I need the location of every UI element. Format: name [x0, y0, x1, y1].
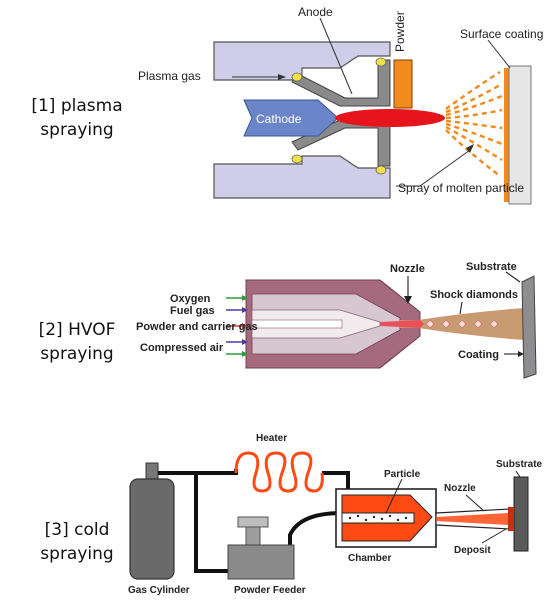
- substrate-label: Substrate: [496, 459, 543, 470]
- anode-label: Anode: [298, 5, 333, 19]
- fuel-gas-label: Fuel gas: [170, 305, 215, 317]
- cold-spraying-diagram: Heater Particle Nozzle Substrate Chamber…: [128, 433, 543, 596]
- coating-label: Coating: [458, 349, 499, 361]
- spray-arrowhead: [466, 144, 474, 153]
- gas-cylinder-label: Gas Cylinder: [128, 585, 190, 596]
- nozzle-arrowhead: [404, 296, 412, 304]
- powder-feeder: [227, 544, 295, 580]
- fuel-gas-arrowhead: [242, 307, 248, 313]
- plasma-spraying-label: [1] plasma spraying: [31, 96, 123, 140]
- powder-label: Powder: [393, 11, 407, 52]
- oxygen-arrowhead: [242, 295, 248, 301]
- nozzle-leader: [465, 494, 485, 512]
- shock-diamonds-leader: [459, 301, 463, 315]
- cold-substrate: [513, 476, 529, 552]
- feeder-to-chamber-line: [288, 511, 343, 557]
- compressed-air-arrowhead: [242, 339, 248, 345]
- spray-leader: [396, 149, 471, 187]
- deposit-leader: [481, 528, 507, 544]
- particles: [348, 514, 408, 522]
- substrate-label: Substrate: [466, 261, 517, 273]
- nozzle-label: Nozzle: [444, 483, 476, 494]
- hvof-spraying-diagram: Oxygen Fuel gas Powder and carrier gas C…: [136, 261, 537, 379]
- nozzle-jet: [436, 513, 510, 525]
- hvof-powder-tube: [251, 319, 343, 329]
- spray-label: Spray of molten particle: [398, 181, 524, 195]
- insulator-dot: [375, 57, 387, 67]
- plasma-gas-label: Plasma gas: [138, 69, 201, 83]
- powder-carrier-label: Powder and carrier gas: [136, 321, 258, 333]
- particle-leader: [385, 478, 403, 514]
- powder-injector: [393, 59, 413, 109]
- hvof-substrate: [521, 275, 537, 379]
- hvof-jet-core: [380, 320, 424, 328]
- plasma-spraying-diagram: Cathode Powder Plasma gas Anode Surface …: [138, 5, 543, 205]
- molten-particle-spray: [445, 70, 503, 177]
- powder-feeder-top: [237, 516, 269, 528]
- powder-feeder-label: Powder Feeder: [234, 585, 306, 596]
- cathode: [243, 99, 339, 137]
- chamber-label: Chamber: [348, 553, 391, 564]
- oxygen-label: Oxygen: [170, 293, 211, 305]
- insulator-dot: [291, 154, 303, 164]
- heater-to-chamber-line: [322, 471, 350, 491]
- coating-arrowhead: [518, 351, 524, 357]
- heater-label: Heater: [256, 433, 287, 444]
- cold-spraying-label: [3] cold spraying: [40, 520, 114, 564]
- shock-diamonds-label: Shock diamonds: [430, 289, 518, 301]
- surface-coating-leader: [487, 39, 511, 69]
- nozzle-label: Nozzle: [390, 263, 425, 275]
- compressed-air-label: Compressed air: [140, 342, 224, 354]
- insulator-dot: [291, 72, 303, 82]
- gas-cylinder: [129, 478, 175, 580]
- powder-carrier-arrowhead: [242, 323, 248, 329]
- gas-line: [158, 469, 238, 475]
- hvof-spraying-label: [2] HVOF spraying: [38, 320, 116, 364]
- heater-coil: [234, 451, 324, 493]
- substrate-plate: [508, 65, 532, 205]
- surface-coating-layer: [504, 68, 509, 202]
- plasma-jet: [335, 109, 445, 127]
- gas-line-to-feeder: [194, 473, 238, 573]
- substrate-leader: [505, 271, 521, 283]
- torch-lower-body: [213, 155, 391, 199]
- torch-upper-body: [213, 41, 391, 81]
- gas-cylinder-valve: [145, 462, 159, 482]
- deposit-label: Deposit: [454, 545, 491, 556]
- powder-feeder-neck: [245, 526, 261, 546]
- surface-coating-label: Surface coating: [460, 27, 543, 41]
- deposit: [508, 507, 514, 531]
- shock-diamonds: [425, 319, 499, 329]
- particle-label: Particle: [384, 469, 421, 480]
- substrate-leader: [515, 470, 521, 478]
- insulator-dot: [375, 165, 387, 175]
- particle-tube: [341, 512, 415, 524]
- cathode-label: Cathode: [256, 112, 302, 126]
- plasma-gas-arrowhead: [278, 74, 286, 80]
- anode-leader: [319, 17, 353, 95]
- compressed-air-arrowhead: [242, 351, 248, 357]
